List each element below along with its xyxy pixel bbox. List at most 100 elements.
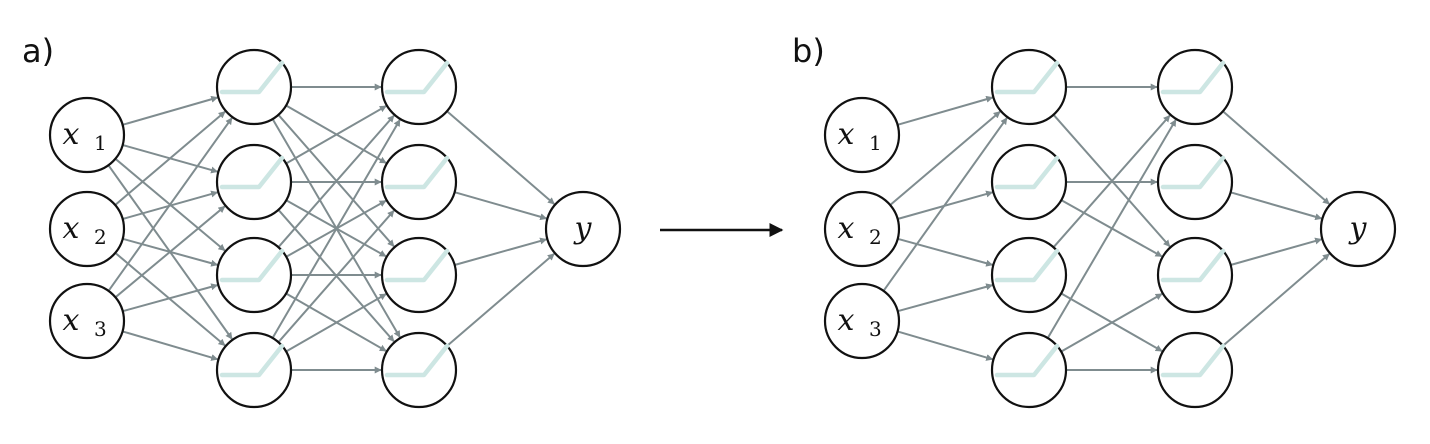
hidden1-node-2 xyxy=(215,143,293,221)
relu-icon xyxy=(219,155,285,190)
hidden2-node-4 xyxy=(1156,331,1234,409)
edge-hidden2-1-output xyxy=(1222,110,1330,205)
relu-icon xyxy=(1160,343,1226,378)
relu-icon xyxy=(994,155,1060,190)
hidden-unit-circle xyxy=(990,48,1068,126)
input-node-2-symbol: x xyxy=(838,211,855,246)
input-node-2-subscript: 2 xyxy=(869,225,882,249)
panel-b-edges xyxy=(882,83,1330,374)
input-node-1-symbol: x xyxy=(838,117,855,152)
edge-hidden1-4-hidden2-2 xyxy=(277,209,395,343)
hidden1-node-3 xyxy=(990,236,1068,314)
hidden2-node-1 xyxy=(380,48,458,126)
hidden2-node-1 xyxy=(1156,48,1234,126)
hidden1-node-3 xyxy=(215,236,293,314)
hidden2-node-4 xyxy=(380,331,458,409)
edge-input1-hidden1-1 xyxy=(897,95,994,126)
relu-icon xyxy=(384,60,450,95)
input-node-1-circle xyxy=(823,96,901,174)
hidden2-node-3 xyxy=(380,236,458,314)
output-node-symbol: y xyxy=(573,211,593,246)
edge-input3-hidden1-4 xyxy=(897,330,994,361)
hidden-unit-circle xyxy=(215,236,293,314)
hidden-unit-circle xyxy=(1156,48,1234,126)
edge-input3-hidden1-4 xyxy=(122,330,219,361)
panel-a-edges xyxy=(107,83,555,374)
output-node: y xyxy=(1319,190,1397,268)
input-node-3-circle xyxy=(48,282,126,360)
input-node-1-circle xyxy=(48,96,126,174)
hidden-unit-circle xyxy=(380,143,458,221)
edge-input2-hidden1-1 xyxy=(889,110,1001,206)
edge-hidden1-4-hidden2-1 xyxy=(1046,119,1177,339)
edge-input3-hidden1-3 xyxy=(897,283,994,313)
edge-input3-hidden1-3 xyxy=(122,283,219,313)
hidden-unit-circle xyxy=(990,143,1068,221)
relu-icon xyxy=(219,343,285,378)
input-node-3-subscript: 3 xyxy=(869,317,882,341)
output-node-circle xyxy=(544,190,622,268)
edge-hidden1-3-hidden2-1 xyxy=(277,114,395,248)
edge-hidden2-2-output xyxy=(454,191,548,221)
input-node-1-subscript: 1 xyxy=(94,131,107,155)
relu-icon xyxy=(1160,155,1226,190)
hidden2-node-3 xyxy=(1156,236,1234,314)
relu-icon xyxy=(219,60,285,95)
hidden2-node-2 xyxy=(1156,143,1234,221)
relu-icon xyxy=(384,343,450,378)
panel-a-label: a) xyxy=(22,32,54,70)
edge-hidden1-2-hidden2-1 xyxy=(285,105,387,165)
edge-hidden2-3-output xyxy=(1230,237,1323,266)
input-node-1-symbol: x xyxy=(63,117,80,152)
edge-input3-hidden1-2 xyxy=(114,205,226,299)
edge-hidden2-1-output xyxy=(446,110,555,205)
edge-hidden2-3-output xyxy=(454,237,548,266)
relu-icon xyxy=(1160,248,1226,283)
input-node-2-circle xyxy=(823,190,901,268)
input-node-2-subscript: 2 xyxy=(94,225,107,249)
hidden-unit-circle xyxy=(380,331,458,409)
hidden-unit-circle xyxy=(215,143,293,221)
input-node-2-circle xyxy=(48,190,126,268)
hidden1-node-4 xyxy=(990,331,1068,409)
edge-hidden2-4-output xyxy=(446,253,555,347)
hidden-unit-circle xyxy=(990,331,1068,409)
hidden1-node-1 xyxy=(990,48,1068,126)
edge-input3-hidden1-1 xyxy=(107,117,233,292)
output-node: y xyxy=(544,190,622,268)
output-node-symbol: y xyxy=(1348,211,1368,246)
relu-icon xyxy=(1160,60,1226,95)
relu-icon xyxy=(384,155,450,190)
edge-hidden2-2-output xyxy=(1230,191,1323,221)
input-node-3-subscript: 3 xyxy=(94,317,107,341)
relu-icon xyxy=(994,343,1060,378)
relu-icon xyxy=(384,248,450,283)
hidden1-node-1 xyxy=(215,48,293,126)
edge-input2-hidden1-1 xyxy=(114,110,226,206)
edge-input2-hidden1-3 xyxy=(897,237,994,267)
hidden-unit-circle xyxy=(215,331,293,409)
edge-hidden1-3-hidden2-1 xyxy=(1052,114,1171,248)
relu-icon xyxy=(994,248,1060,283)
relu-icon xyxy=(994,60,1060,95)
hidden-unit-circle xyxy=(380,236,458,314)
input-node-3-circle xyxy=(823,282,901,360)
hidden-unit-circle xyxy=(380,48,458,126)
input-node-1-subscript: 1 xyxy=(869,131,882,155)
hidden-unit-circle xyxy=(215,48,293,126)
input-node-3-symbol: x xyxy=(63,303,80,338)
input-node-2-symbol: x xyxy=(63,211,80,246)
hidden-unit-circle xyxy=(1156,331,1234,409)
edge-hidden2-4-output xyxy=(1222,253,1330,347)
edge-hidden1-4-hidden2-3 xyxy=(1060,293,1163,353)
